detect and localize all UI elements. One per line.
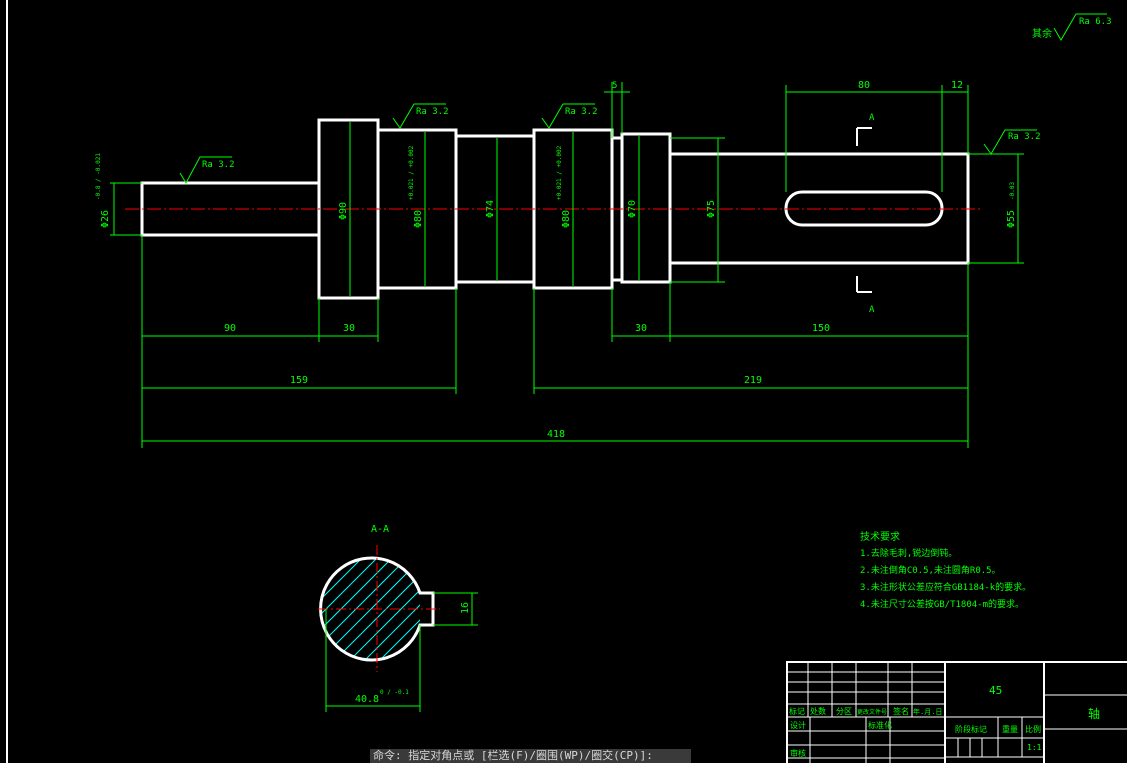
- section-dim-width: 40.8: [355, 694, 379, 705]
- tb-header-zone: 分区: [836, 707, 852, 716]
- notes-line-1: 1.去除毛刺,锐边倒钝。: [860, 547, 957, 559]
- tb-header-count: 处数: [810, 706, 826, 716]
- dim-len-5: 5: [612, 81, 617, 91]
- tb-scale-label: 比例: [1025, 724, 1041, 734]
- roughness-ra-1: Ra 3.2: [202, 160, 235, 170]
- tb-standardize: 标准化: [868, 720, 892, 730]
- command-line[interactable]: 命令: 指定对角点或 [栏选(F)/圈围(WP)/圈交(CP)]:: [370, 749, 691, 763]
- dim-len-30a: 30: [343, 323, 355, 334]
- dim-len-418: 418: [547, 429, 565, 440]
- tb-scale: 1:1: [1027, 743, 1042, 752]
- dim-d26: Φ26: [100, 210, 111, 228]
- tb-review: 审核: [790, 748, 806, 758]
- section-mark-top: A: [869, 113, 875, 123]
- tb-header-sign: 签名: [893, 706, 909, 716]
- notes-title: 技术要求: [860, 530, 900, 543]
- tb-material: 45: [989, 684, 1002, 697]
- dim-len-159: 159: [290, 375, 308, 386]
- notes-line-2: 2.未注倒角C0.5,未注圆角R0.5。: [860, 564, 1001, 576]
- technical-notes: 技术要求 1.去除毛刺,锐边倒钝。 2.未注倒角C0.5,未注圆角R0.5。 3…: [860, 530, 1031, 610]
- tb-header-change-doc: 更改文件号: [857, 708, 887, 716]
- notes-line-4: 4.未注尺寸公差按GB/T1804-m的要求。: [860, 598, 1024, 610]
- roughness-symbols: [179, 13, 1107, 185]
- dim-len-219: 219: [744, 375, 762, 386]
- roughness-general: Ra 6.3: [1079, 17, 1112, 27]
- dimension-lines: [110, 82, 1024, 448]
- dim-len-90: 90: [224, 323, 236, 334]
- tb-header-date: 年.月.日: [913, 707, 942, 716]
- section-dim-width-tol: 0 / -0.1: [380, 689, 409, 696]
- dim-d70: Φ70: [627, 200, 638, 218]
- dim-len-30b: 30: [635, 323, 647, 334]
- dim-d80a: Φ80: [413, 210, 424, 228]
- dim-d75: Φ75: [706, 200, 717, 218]
- dim-len-12: 12: [951, 80, 963, 91]
- section-dim-keyway: 16: [460, 602, 471, 614]
- roughness-ra-3: Ra 3.2: [565, 107, 598, 117]
- dim-d80b-tol: +0.021 / +0.002: [556, 145, 563, 200]
- roughness-general-prefix: 其余: [1032, 27, 1052, 40]
- title-block[interactable]: [786, 661, 1127, 763]
- tb-weight: 重量: [1002, 724, 1018, 734]
- roughness-ra-2: Ra 3.2: [416, 107, 449, 117]
- tb-header-mark: 标记: [789, 706, 805, 716]
- dim-d74: Φ74: [485, 200, 496, 218]
- section-title: A-A: [371, 524, 389, 535]
- section-a-a[interactable]: 40.8 0 / -0.1 16: [300, 480, 478, 755]
- dim-d55-tol: -0.03: [1009, 182, 1016, 200]
- dim-d90: Φ90: [338, 202, 349, 220]
- dim-len-150: 150: [812, 323, 830, 334]
- dim-d80a-tol: +0.021 / +0.002: [408, 145, 415, 200]
- dim-d26-tol: -0.8 / -0.021: [95, 153, 102, 200]
- tb-design: 设计: [790, 720, 806, 730]
- dim-d55: Φ55: [1006, 210, 1017, 228]
- dim-d80b: Φ80: [561, 210, 572, 228]
- dim-len-80: 80: [858, 80, 870, 91]
- section-mark-bottom: A: [869, 305, 875, 315]
- notes-line-3: 3.未注形状公差应符合GB1184-k的要求。: [860, 581, 1031, 593]
- roughness-ra-4: Ra 3.2: [1008, 132, 1041, 142]
- tb-stage-mark: 阶段标记: [955, 724, 987, 734]
- tb-part-name: 轴: [1088, 706, 1100, 721]
